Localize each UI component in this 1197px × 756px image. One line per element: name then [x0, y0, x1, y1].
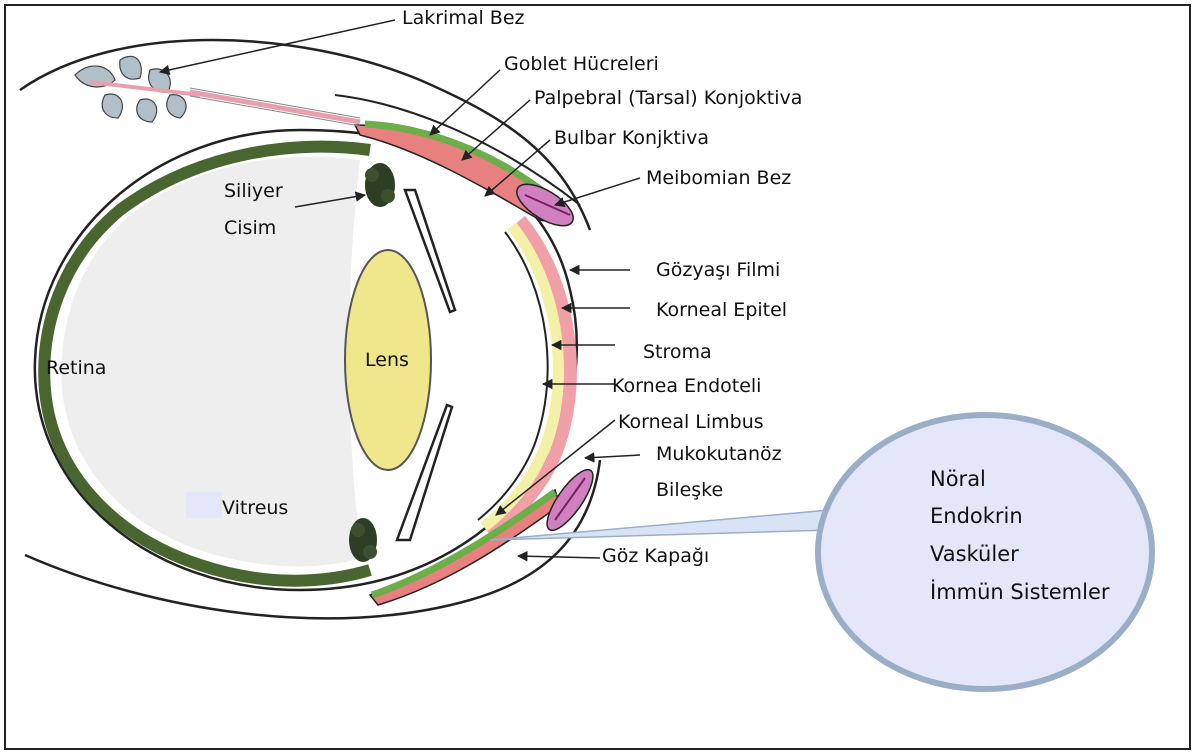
- label-ciliary-body-line2: Cisim: [224, 217, 276, 239]
- label-ciliary-body-line1: Siliyer: [224, 180, 283, 202]
- label-eyelid: Göz Kapağı: [602, 545, 709, 567]
- label-corneal-epithelium: Korneal Epitel: [656, 299, 787, 321]
- label-lens: Lens: [365, 349, 409, 371]
- label-system-immune: İmmün Sistemler: [930, 579, 1110, 604]
- label-system-neural: Nöral: [930, 467, 986, 491]
- label-system-vascular: Vasküler: [930, 542, 1019, 566]
- label-tear-film: Gözyaşı Filmi: [656, 259, 780, 281]
- label-goblet-cells: Goblet Hücreleri: [504, 53, 659, 75]
- ciliary-body-lower: [349, 518, 377, 562]
- label-stroma: Stroma: [643, 341, 712, 363]
- label-mucocutaneous-line2: Bileşke: [656, 479, 723, 501]
- label-retina: Retina: [46, 357, 106, 379]
- label-vitreous: Vitreus: [222, 497, 288, 519]
- lacrimal-duct: [190, 92, 360, 122]
- label-bulbar-conjunctiva: Bulbar Konjktiva: [554, 127, 709, 149]
- label-mucocutaneous-line1: Mukokutanöz: [656, 443, 782, 465]
- label-palpebral-conjunctiva: Palpebral (Tarsal) Konjoktiva: [534, 87, 802, 109]
- label-lacrimal-gland: Lakrimal Bez: [402, 7, 525, 29]
- ciliary-body-upper: [365, 163, 395, 207]
- vitreous-label-highlight: [186, 492, 222, 518]
- label-corneal-endothelium: Kornea Endoteli: [612, 375, 761, 397]
- label-system-endocrine: Endokrin: [930, 504, 1023, 528]
- label-corneal-limbus: Korneal Limbus: [618, 411, 764, 433]
- label-meibomian-gland: Meibomian Bez: [646, 167, 791, 189]
- lacrimal-gland: [75, 56, 200, 122]
